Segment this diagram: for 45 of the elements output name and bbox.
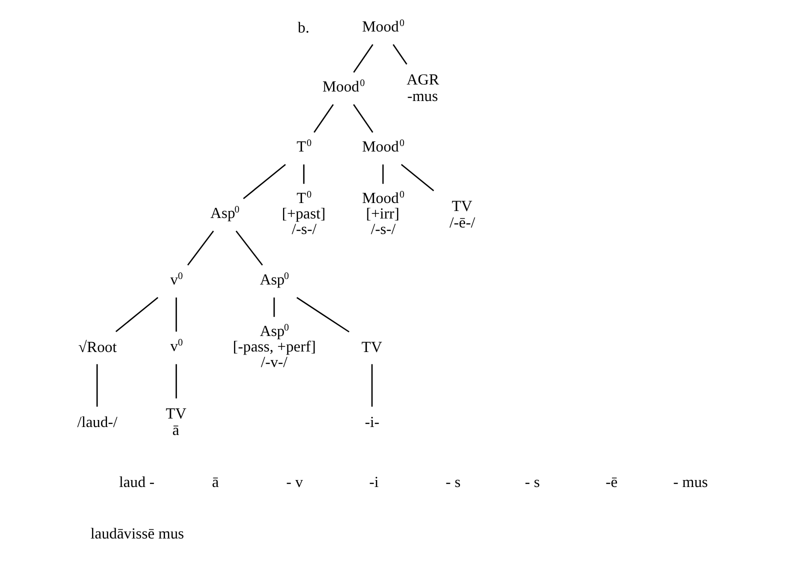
connector	[114, 297, 158, 332]
node-text: Mood$^{0}$	[362, 18, 404, 36]
label: - s	[445, 474, 460, 491]
connector	[352, 104, 373, 133]
node-text: Asp$^{0}$	[210, 204, 239, 222]
node-text: -i-	[364, 414, 379, 431]
connector	[186, 230, 214, 266]
node-text: v$^{0}$	[170, 270, 182, 288]
node-text: Mood$^{0}$ [+irr] /-s-/	[362, 190, 404, 238]
connector	[370, 364, 372, 407]
node-text: v$^{0}$	[170, 338, 182, 355]
label: laud -	[118, 474, 154, 491]
connector	[296, 296, 349, 332]
node-text: TV ā	[165, 406, 186, 440]
label: ā	[212, 474, 218, 491]
connector	[313, 104, 334, 133]
node-text: AGR -mus	[406, 71, 439, 105]
node-text: Mood$^{0}$	[362, 138, 404, 156]
label: - s	[524, 474, 540, 491]
node-text: Asp$^{0}$	[259, 270, 288, 288]
connector	[175, 298, 176, 332]
label: - v	[286, 474, 302, 491]
node-text: TV	[361, 339, 382, 356]
node-text: Asp$^{0}$ [-pass, +perf] /-v-/	[232, 322, 316, 371]
connector	[352, 44, 373, 73]
connector	[302, 164, 304, 184]
connector	[272, 298, 274, 317]
node-text: /laud-/	[76, 414, 117, 431]
connector	[392, 44, 407, 65]
connector	[96, 364, 98, 407]
label: b.	[297, 20, 309, 37]
label: -i	[368, 474, 378, 491]
node-text: T$^{0}$	[296, 138, 312, 156]
node-text: Mood$^{0}$	[322, 78, 364, 96]
label: - mus	[672, 474, 708, 491]
label: -ē	[605, 474, 618, 491]
connector	[382, 164, 384, 184]
connector	[400, 164, 434, 192]
node-text: T$^{0}$ [+past] /-s-/	[281, 190, 326, 238]
connector	[235, 230, 262, 266]
label: laudāvissē mus	[90, 525, 184, 542]
connector	[242, 164, 286, 200]
connector	[175, 364, 176, 398]
node-text: √Root	[78, 339, 116, 356]
node-text: TV /-ē-/	[449, 198, 475, 232]
